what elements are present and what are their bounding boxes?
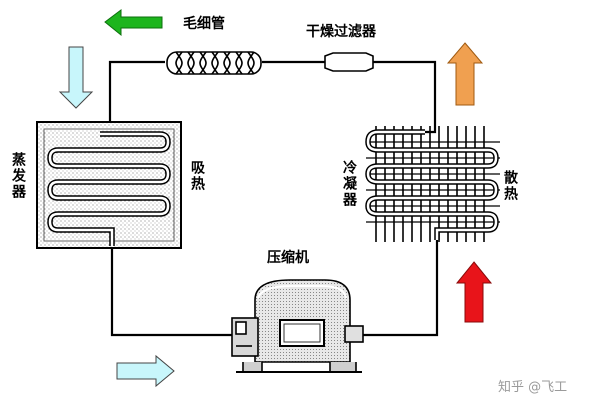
capillary-coil bbox=[166, 51, 262, 75]
dryer-filter-label: 干燥过滤器 bbox=[306, 24, 376, 40]
evaporator bbox=[36, 121, 182, 249]
refrigerant-pipe bbox=[100, 60, 439, 337]
arrow-right-light-blue bbox=[116, 354, 175, 388]
dryer-filter bbox=[324, 52, 374, 72]
condenser-label: 冷凝器 bbox=[341, 160, 357, 208]
arrow-up-orange bbox=[446, 42, 484, 106]
evaporator-label: 蒸发器 bbox=[10, 152, 26, 200]
release-heat-label: 散热 bbox=[502, 170, 518, 202]
arrow-left-green bbox=[104, 9, 163, 37]
capillary-label: 毛细管 bbox=[183, 16, 225, 32]
condenser bbox=[365, 126, 500, 242]
arrow-up-red bbox=[455, 261, 493, 323]
compressor-label: 压缩机 bbox=[267, 250, 309, 266]
compressor bbox=[231, 279, 364, 373]
arrow-down-light-blue bbox=[58, 46, 94, 109]
watermark: 知乎 @飞工 bbox=[498, 380, 568, 395]
absorb-heat-label: 吸热 bbox=[189, 160, 205, 192]
